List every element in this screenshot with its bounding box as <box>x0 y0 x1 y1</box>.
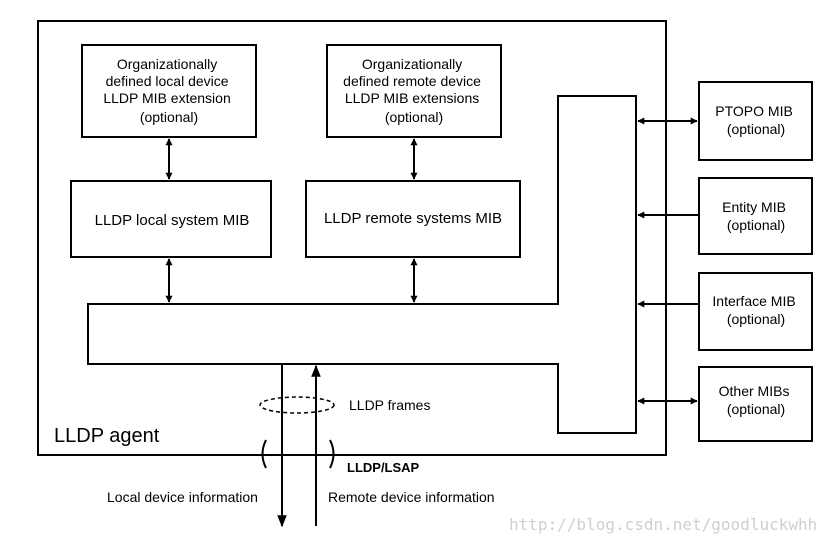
local-device-information-label: Local device information <box>107 489 258 505</box>
org-local-extension-box: Organizationally defined local device LL… <box>81 44 257 138</box>
svg-text:Organizationally defined: Organizationally defined remote device L… <box>343 56 485 125</box>
org-local-line-1: Organizationally <box>117 56 217 72</box>
svg-text:Interface MIB (optional): Interface MIB (optional) <box>712 293 799 327</box>
other-mibs-box: Other MIBs (optional) <box>698 366 813 442</box>
agent-bus-shape <box>87 95 637 434</box>
local-system-mib-label: LLDP local system MIB <box>95 212 250 229</box>
other-optional-label: (optional) <box>727 401 785 417</box>
remote-device-information-label: Remote device information <box>328 489 495 505</box>
lldp-agent-label: LLDP agent <box>54 425 160 447</box>
entity-mib-label: Entity MIB <box>722 199 786 215</box>
svg-text:PTOPO MIB (optional): PTOPO MIB (optional) <box>715 103 796 137</box>
ptopo-mib-box: PTOPO MIB (optional) <box>698 81 813 161</box>
lldp-lsap-label: LLDP/LSAP <box>347 460 420 475</box>
org-remote-line-2: defined remote device <box>343 73 481 89</box>
org-local-line-4: (optional) <box>140 109 198 125</box>
svg-text:Entity MIB (optional): Entity MIB (optional) <box>722 199 790 233</box>
watermark: http://blog.csdn.net/goodluckwhh <box>509 515 817 534</box>
org-remote-line-1: Organizationally <box>362 56 462 72</box>
lldp-frames-label: LLDP frames <box>349 397 430 413</box>
ptopo-optional-label: (optional) <box>727 121 785 137</box>
svg-text:Other MIBs (optional): Other MIBs (optional) <box>719 383 794 417</box>
org-local-line-3: LLDP MIB extension <box>103 90 230 106</box>
org-remote-line-4: (optional) <box>385 109 443 125</box>
lsap-right-paren <box>329 439 335 469</box>
interface-mib-label: Interface MIB <box>712 293 795 309</box>
local-system-mib-box: LLDP local system MIB <box>70 180 272 258</box>
ptopo-mib-label: PTOPO MIB <box>715 103 793 119</box>
remote-systems-mib-box: LLDP remote systems MIB <box>305 180 521 258</box>
lldp-frames-ellipse <box>259 396 335 414</box>
svg-text:Organizationally defined: Organizationally defined local device LL… <box>103 56 234 125</box>
interface-optional-label: (optional) <box>727 311 785 327</box>
interface-mib-box: Interface MIB (optional) <box>698 272 813 351</box>
org-remote-extension-box: Organizationally defined remote device L… <box>326 44 502 138</box>
org-local-line-2: defined local device <box>106 73 229 89</box>
remote-systems-mib-label: LLDP remote systems MIB <box>324 210 502 227</box>
entity-mib-box: Entity MIB (optional) <box>698 177 813 255</box>
svg-text:LLDP local system MIB: LLDP local system MIB <box>95 212 250 229</box>
entity-optional-label: (optional) <box>727 217 785 233</box>
org-remote-line-3: LLDP MIB extensions <box>345 90 479 106</box>
other-mibs-label: Other MIBs <box>719 383 790 399</box>
lsap-left-paren <box>261 439 267 469</box>
svg-text:LLDP remote systems MIB: LLDP remote systems MIB <box>324 210 502 227</box>
